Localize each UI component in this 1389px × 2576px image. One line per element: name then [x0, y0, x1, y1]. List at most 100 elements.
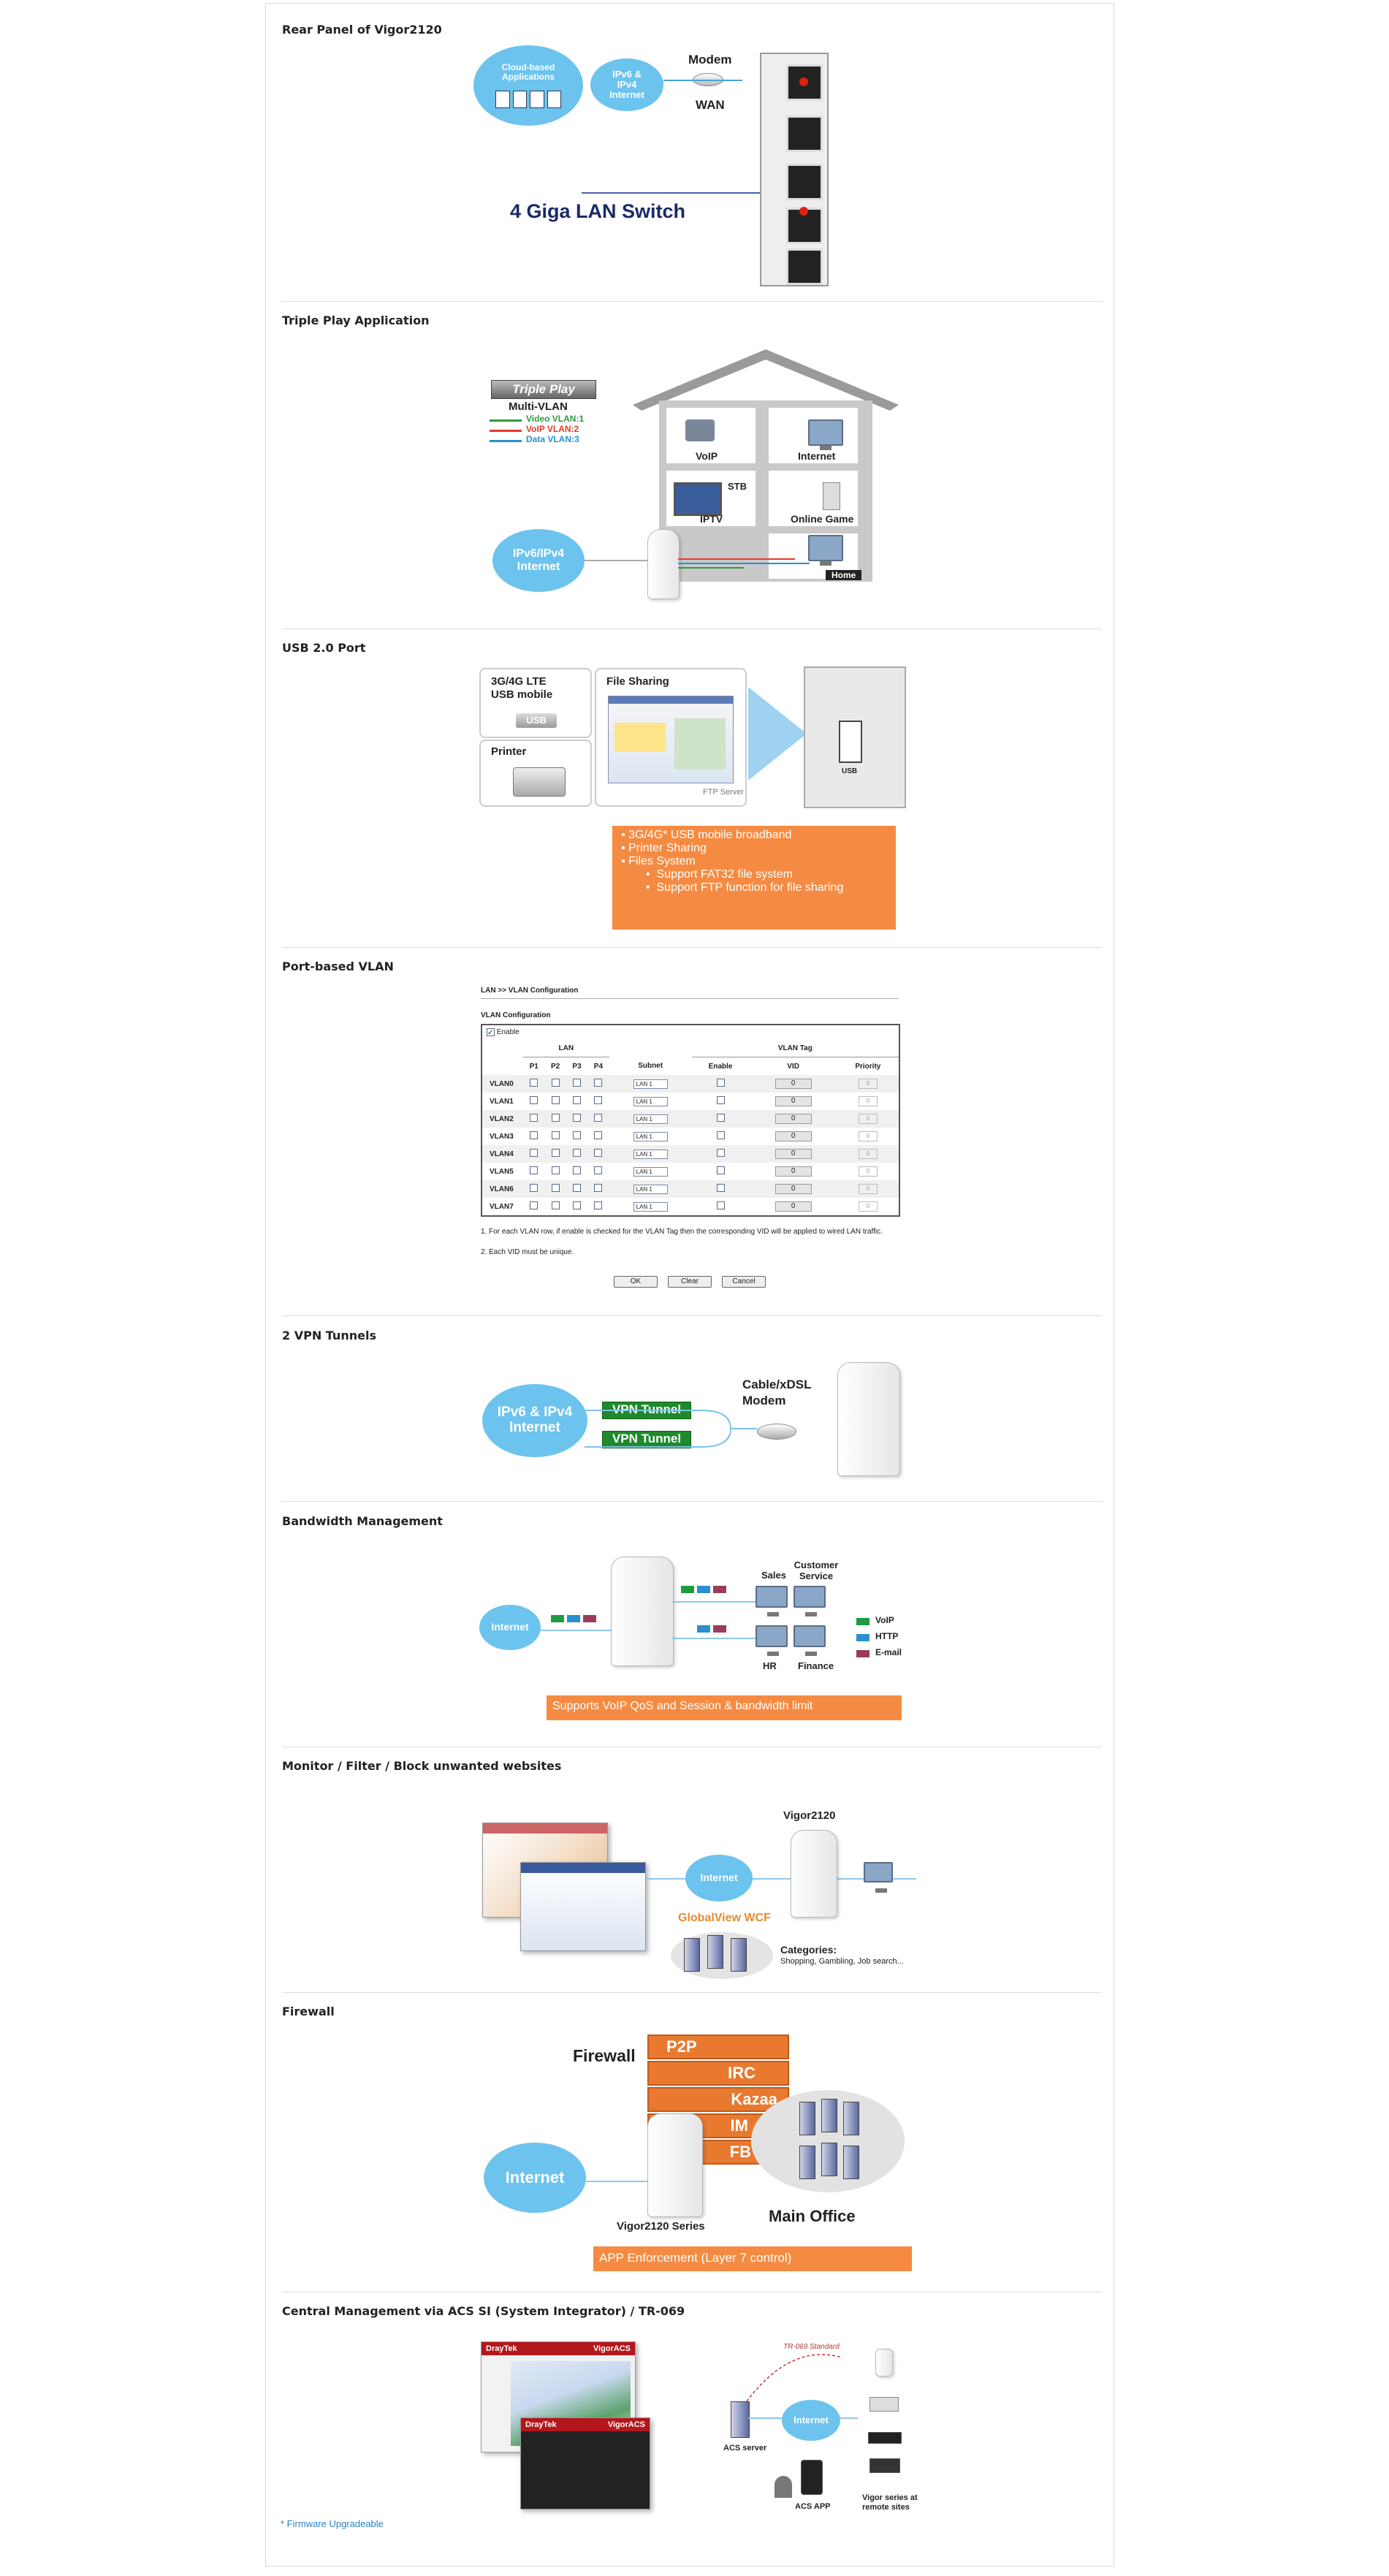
- vlan-enable-checkbox[interactable]: ✓: [487, 1028, 495, 1037]
- bandwidth-figure: Internet Sales Customer Service HR Finan…: [476, 1543, 915, 1741]
- port-checkbox[interactable]: [530, 1131, 539, 1140]
- port-cell: [566, 1145, 588, 1163]
- port-checkbox[interactable]: [573, 1079, 582, 1087]
- port-checkbox[interactable]: [551, 1131, 560, 1140]
- tag-enable-cell: [692, 1128, 750, 1145]
- port-checkbox[interactable]: [530, 1114, 539, 1122]
- tag-enable-cell: [692, 1198, 750, 1215]
- port-checkbox[interactable]: [551, 1201, 560, 1210]
- tag-enable-checkbox[interactable]: [716, 1149, 725, 1158]
- priority-select[interactable]: 0: [858, 1114, 878, 1125]
- wan-label: WAN: [696, 98, 725, 112]
- port-checkbox[interactable]: [573, 1201, 582, 1210]
- stb-label: STB: [728, 481, 747, 492]
- vpn-modem-icon: [757, 1424, 796, 1440]
- vlan-enable-row: ✓ Enable: [482, 1025, 899, 1039]
- triple-play-cloud: IPv6/IPv4 Internet: [492, 529, 585, 592]
- subnet-select[interactable]: LAN 1: [633, 1166, 668, 1177]
- priority-select[interactable]: 0: [858, 1184, 878, 1195]
- port-checkbox[interactable]: [594, 1184, 603, 1193]
- lan-port: [786, 248, 823, 285]
- priority-select[interactable]: 0: [858, 1201, 878, 1212]
- port-checkbox[interactable]: [594, 1201, 603, 1210]
- tag-enable-checkbox[interactable]: [716, 1114, 725, 1122]
- port-checkbox[interactable]: [594, 1096, 603, 1105]
- subnet-select[interactable]: LAN 1: [633, 1131, 668, 1141]
- vid-input[interactable]: 0: [775, 1201, 812, 1212]
- vid-input[interactable]: 0: [775, 1131, 812, 1142]
- vid-input[interactable]: 0: [775, 1149, 812, 1160]
- port-checkbox[interactable]: [530, 1096, 539, 1105]
- vlan-note-1: 1. For each VLAN row, if enable is check…: [481, 1228, 883, 1236]
- subnet-select[interactable]: LAN 1: [633, 1096, 668, 1106]
- port-checkbox[interactable]: [551, 1114, 560, 1122]
- vid-input[interactable]: 0: [775, 1096, 812, 1107]
- port-checkbox[interactable]: [573, 1096, 582, 1105]
- priority-select[interactable]: 0: [858, 1131, 878, 1142]
- video-line: [678, 567, 744, 569]
- wcf-label: GlobalView WCF: [678, 1912, 771, 1924]
- subnet-select[interactable]: LAN 1: [633, 1149, 668, 1159]
- tag-enable-cell: [691, 1145, 750, 1163]
- firewall-cloud-label: Internet: [505, 2167, 565, 2186]
- port-checkbox[interactable]: [573, 1131, 582, 1140]
- subnet-cell: LAN 1: [609, 1093, 692, 1110]
- subnet-select[interactable]: LAN 1: [633, 1184, 668, 1194]
- port-checkbox[interactable]: [573, 1114, 582, 1122]
- subnet-cell: LAN 1: [609, 1128, 692, 1145]
- ok-button[interactable]: OK: [614, 1276, 658, 1288]
- port-checkbox[interactable]: [530, 1149, 539, 1158]
- usb-feature-text: Files System: [628, 855, 696, 867]
- tag-enable-checkbox[interactable]: [716, 1166, 725, 1175]
- acs-app-label: ACS APP: [795, 2502, 831, 2511]
- subnet-select[interactable]: LAN 1: [633, 1114, 668, 1124]
- port-checkbox[interactable]: [573, 1149, 582, 1158]
- port-checkbox[interactable]: [573, 1184, 582, 1193]
- port-checkbox[interactable]: [530, 1201, 539, 1210]
- port-checkbox[interactable]: [594, 1079, 603, 1087]
- vlan-config-table: ✓ Enable LAN VLAN Tag P1 P2 P3 P4 Subnet…: [481, 1024, 900, 1217]
- port-checkbox[interactable]: [530, 1184, 539, 1193]
- monitor-link-line: [646, 1878, 916, 1880]
- port-checkbox[interactable]: [594, 1131, 603, 1140]
- priority-select[interactable]: 0: [858, 1096, 878, 1107]
- vid-input[interactable]: 0: [775, 1079, 812, 1090]
- subnet-select[interactable]: LAN 1: [633, 1079, 668, 1089]
- port-cell: [544, 1093, 566, 1110]
- priority-select[interactable]: 0: [858, 1149, 878, 1160]
- bandwidth-uplink: [539, 1630, 617, 1631]
- port-checkbox[interactable]: [530, 1166, 539, 1175]
- subnet-select[interactable]: LAN 1: [633, 1201, 668, 1212]
- usb-subfeature-text: Support FTP function for file sharing: [656, 881, 844, 894]
- tag-enable-checkbox[interactable]: [716, 1079, 725, 1087]
- port-checkbox[interactable]: [530, 1079, 539, 1087]
- tag-enable-checkbox[interactable]: [716, 1201, 725, 1210]
- port-checkbox[interactable]: [551, 1149, 560, 1158]
- tag-enable-checkbox[interactable]: [716, 1131, 725, 1140]
- port-checkbox[interactable]: [594, 1149, 603, 1158]
- priority-select[interactable]: 0: [858, 1166, 878, 1177]
- priority-select[interactable]: 0: [858, 1079, 878, 1090]
- port-checkbox[interactable]: [551, 1184, 560, 1193]
- tag-enable-checkbox[interactable]: [716, 1096, 725, 1105]
- vid-input[interactable]: 0: [775, 1114, 812, 1125]
- app-icon: [530, 91, 544, 108]
- port-checkbox[interactable]: [594, 1166, 603, 1175]
- vid-input[interactable]: 0: [775, 1184, 812, 1195]
- vid-input[interactable]: 0: [775, 1166, 812, 1177]
- port-checkbox[interactable]: [573, 1166, 582, 1175]
- usb-features-box: ▪ 3G/4G* USB mobile broadband ▪ Printer …: [612, 826, 896, 930]
- priority-cell: 0: [837, 1093, 899, 1110]
- server-icon: [799, 2102, 815, 2135]
- port-checkbox[interactable]: [594, 1114, 603, 1122]
- port-checkbox[interactable]: [551, 1079, 560, 1087]
- tag-enable-checkbox[interactable]: [716, 1184, 725, 1193]
- port-checkbox[interactable]: [551, 1166, 560, 1175]
- tag-enable-cell: [692, 1093, 750, 1110]
- legend-label-email: E-mail: [875, 1647, 902, 1657]
- clear-button[interactable]: Clear: [668, 1276, 712, 1288]
- cancel-button[interactable]: Cancel: [722, 1276, 766, 1288]
- port-checkbox[interactable]: [551, 1096, 560, 1105]
